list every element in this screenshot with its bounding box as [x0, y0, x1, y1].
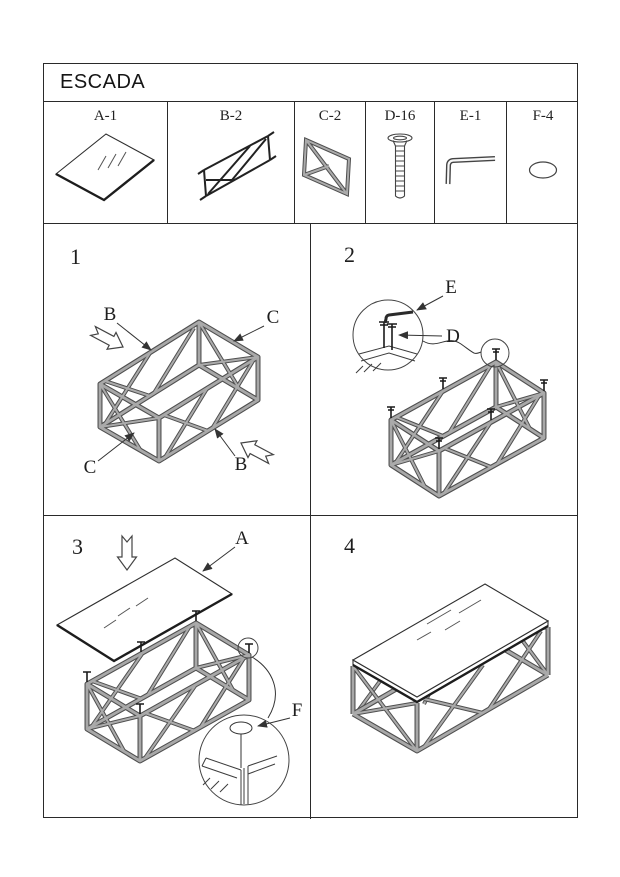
- part-cell-d16: D-16: [366, 102, 435, 223]
- glass-top-icon: [54, 133, 155, 202]
- assembled-table-drawing: [350, 583, 551, 754]
- side-frame-icon: [196, 131, 277, 201]
- step-number: 4: [344, 533, 355, 558]
- glass-top-drawing: [55, 557, 234, 663]
- part-label: E-1: [459, 108, 482, 124]
- step-4-diagram: 4: [344, 533, 551, 754]
- allen-key-icon: [445, 156, 495, 185]
- steps-row-2: 3 A: [44, 516, 577, 819]
- bolt-pins: [83, 610, 253, 714]
- step-2-diagram: 2: [344, 242, 548, 499]
- callout-c: C: [267, 307, 280, 328]
- zoom-target-circle: [237, 637, 259, 659]
- callout-f: F: [292, 700, 303, 721]
- magnifier-circle: [352, 299, 424, 371]
- callout-c: C: [84, 457, 97, 478]
- allen-key-detail: [383, 310, 414, 324]
- leader-curve: [422, 340, 482, 354]
- step-number: 1: [70, 244, 81, 269]
- step-3-panel: 3 A: [44, 516, 311, 819]
- page-title: ESCADA: [60, 71, 146, 93]
- part-label: A-1: [93, 108, 118, 124]
- callout-d: D: [446, 326, 460, 347]
- part-label: D-16: [384, 108, 416, 124]
- frame-drawing: [388, 359, 547, 499]
- part-label: C-2: [318, 108, 342, 124]
- part-cell-a1: A-1: [44, 102, 168, 223]
- magnifier-detail: [355, 310, 418, 374]
- callout-b: B: [104, 304, 117, 325]
- zoom-target-circle: [480, 338, 510, 368]
- bolt-pins: [387, 348, 548, 449]
- callout-e: E: [445, 277, 457, 298]
- insert-arrow: [88, 325, 124, 351]
- insert-arrow: [240, 439, 276, 465]
- step-4-panel: 4: [311, 516, 579, 819]
- glide-pad-icon: [528, 161, 558, 179]
- part-cell-e1: E-1: [435, 102, 507, 223]
- instruction-sheet: ESCADA A-1 B-2 C-2 D-1: [43, 63, 578, 819]
- parts-row: A-1 B-2 C-2 D-16: [44, 102, 577, 224]
- part-cell-f4: F-4: [507, 102, 579, 223]
- magnifier-detail: [201, 721, 278, 805]
- end-frame-icon: [301, 137, 351, 197]
- step-3-diagram: 3 A: [55, 528, 303, 806]
- frame-drawing: [84, 620, 252, 764]
- callout-a: A: [235, 528, 249, 549]
- frame-drawing: [97, 319, 261, 464]
- bolt-icon: [386, 133, 413, 199]
- part-cell-c2: C-2: [295, 102, 366, 223]
- part-cell-b2: B-2: [168, 102, 295, 223]
- pad-detail: [229, 721, 253, 735]
- callout-b: B: [235, 454, 248, 475]
- step-1-panel: 1 B C C: [44, 224, 311, 515]
- part-label: F-4: [532, 108, 554, 124]
- step-number: 2: [344, 242, 355, 267]
- part-label: B-2: [219, 108, 243, 124]
- steps-row-1: 1 B C C: [44, 224, 577, 516]
- leader-curve: [251, 656, 276, 719]
- insert-arrow: [116, 534, 138, 572]
- step-2-panel: 2: [311, 224, 579, 515]
- step-1-diagram: 1 B C C: [70, 244, 280, 478]
- title-row: ESCADA: [44, 64, 577, 102]
- magnifier-circle: [198, 714, 290, 806]
- step-number: 3: [72, 534, 83, 559]
